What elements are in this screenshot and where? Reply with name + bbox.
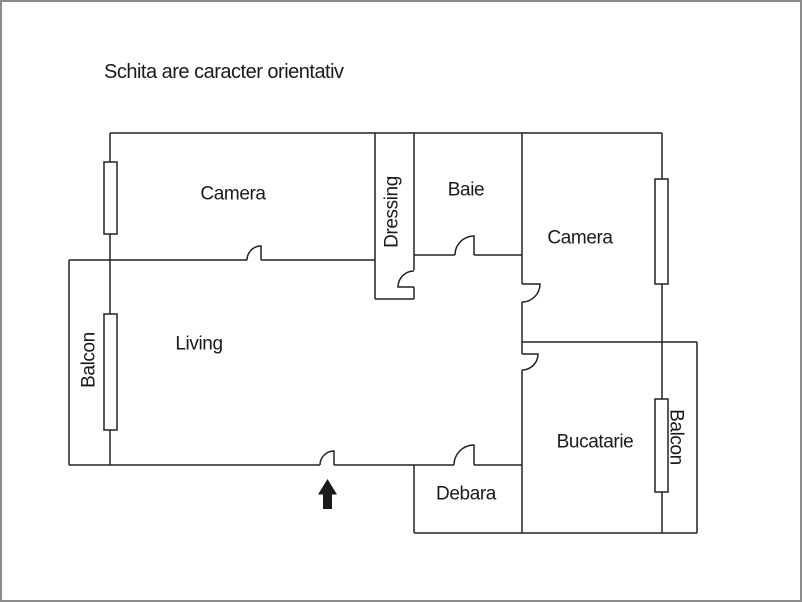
door-arc-icon-entrance (319, 450, 335, 466)
door-arc-icon-dressing (397, 270, 415, 288)
room-label-baie: Baie (447, 179, 485, 201)
room-label-balcon-right: Balcon (665, 409, 687, 465)
room-label-bucatarie: Bucatarie (556, 431, 634, 453)
room-label-balcon-left: Balcon (78, 332, 100, 388)
door-arc-icon-bucatarie (521, 353, 539, 371)
door-arc-icon-camera-left (246, 245, 262, 261)
room-label-camera-left: Camera (200, 183, 266, 205)
door-arc-icon-baie (454, 235, 475, 256)
room-label-dressing: Dressing (381, 176, 403, 248)
window-icon-camera-right (654, 178, 669, 285)
room-label-camera-right: Camera (547, 227, 613, 249)
window-icon-camera-left (103, 161, 118, 235)
door-arc-icon-camera-right (521, 283, 541, 303)
window-icon-bucatarie-balcon (654, 398, 669, 493)
entrance-arrow-icon (318, 479, 337, 509)
doors-group (246, 235, 541, 466)
windows-group (103, 161, 669, 493)
window-icon-living-balcon (103, 313, 118, 431)
door-arc-icon-debara (453, 444, 475, 466)
room-label-living: Living (175, 333, 223, 355)
room-label-debara: Debara (436, 483, 496, 505)
plan-disclaimer-title: Schita are caracter orientativ (104, 61, 344, 83)
